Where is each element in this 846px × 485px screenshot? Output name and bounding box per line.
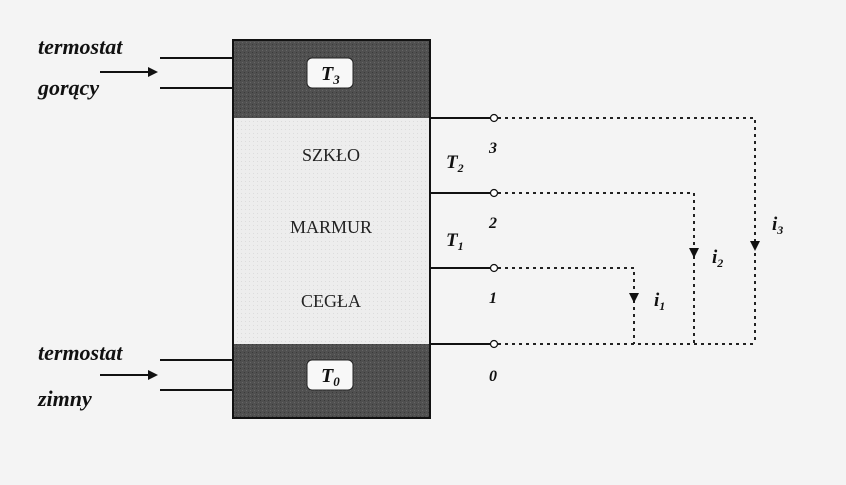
t3-box [306,57,354,89]
path-i2 [498,192,695,344]
node-number-0: 0 [489,368,497,385]
hot-arrow-head [148,67,158,77]
hot-thermostat: termostat gorący [37,34,233,100]
current-paths [498,117,756,345]
node-2 [489,188,499,198]
stack-outline [232,39,431,419]
path-i1 [498,267,635,344]
i2-label: i2 [712,247,723,270]
layer-stack: T3 T0 SZKŁO MARMUR CEGŁA [232,39,431,419]
arrow-i1 [629,293,639,303]
t1-label: T1 [446,230,464,253]
layer-szklo [233,118,430,194]
layer-name-cegla: CEGŁA [301,291,361,311]
hot-thermostat-label-1: termostat [38,34,123,59]
path-i3 [498,117,756,344]
hot-thermostat-label-2: gorący [37,75,99,100]
cold-arrow-head [148,370,158,380]
t0-box [306,359,354,391]
cold-thermostat: termostat zimny [37,340,233,411]
t0-label: T0 [321,365,340,389]
cold-thermostat-label-2: zimny [37,386,92,411]
layer-name-marmur: MARMUR [290,217,372,237]
node-number-1: 1 [489,290,497,307]
t2-label: T2 [446,152,464,175]
interface-leads [430,113,499,349]
layer-cegla [233,269,430,344]
i3-label: i3 [772,214,783,237]
i1-label: i1 [654,290,665,313]
layer-marmur [233,194,430,269]
node-numbers: 3 2 1 0 [488,140,497,385]
layer-name-szklo: SZKŁO [302,145,360,165]
node-3 [489,113,499,123]
node-0 [489,339,499,349]
arrow-i3 [750,241,760,251]
node-1 [489,263,499,273]
cold-thermostat-label-1: termostat [38,340,123,365]
node-number-3: 3 [488,140,497,157]
arrow-i2 [689,248,699,258]
t3-label: T3 [321,63,340,87]
node-number-2: 2 [488,215,497,232]
